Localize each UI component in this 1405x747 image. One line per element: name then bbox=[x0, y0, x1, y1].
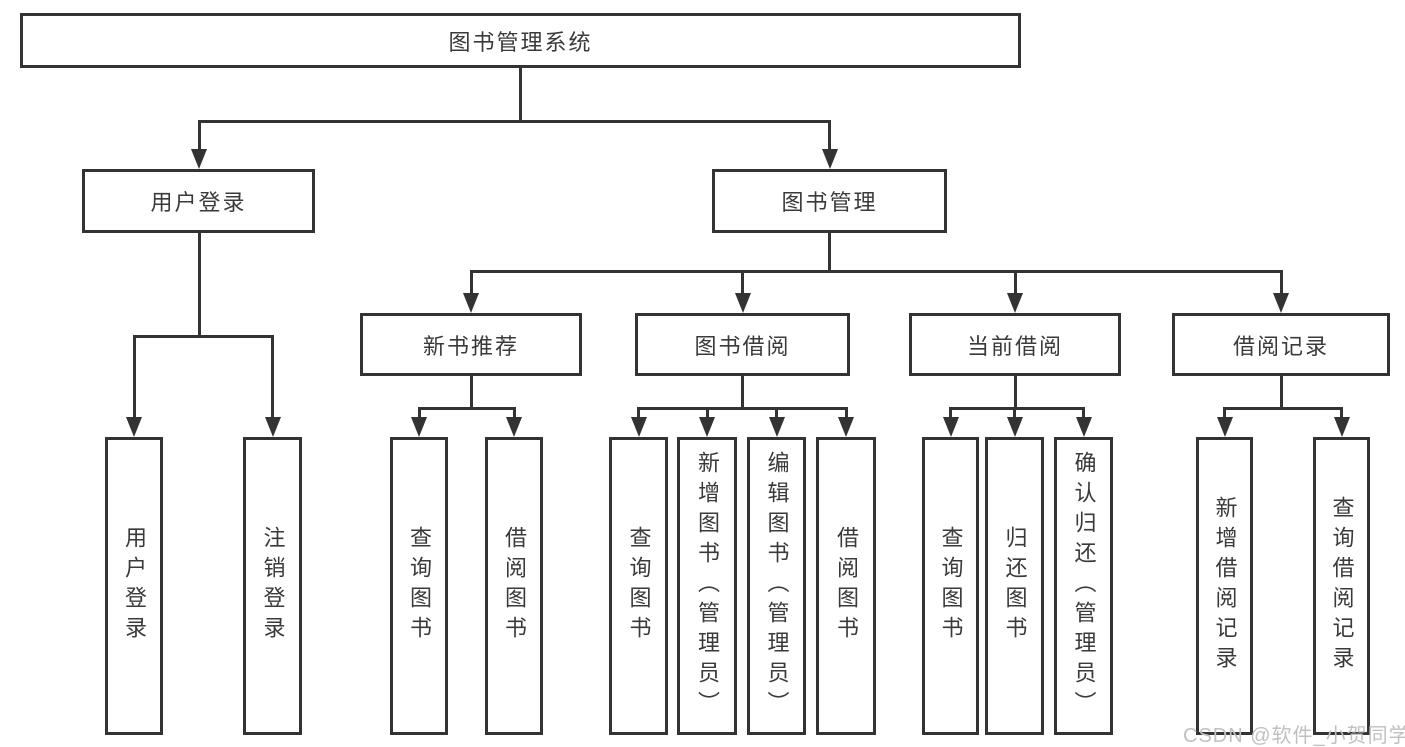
leaf-label: 归还图书 bbox=[1002, 526, 1028, 646]
leaf-logout: 注销登录 bbox=[243, 437, 302, 735]
leaf-add-books-admin: 新增图书（管理员） bbox=[677, 437, 737, 735]
arrow-down-icon bbox=[1273, 293, 1289, 313]
arrow-down-icon bbox=[1333, 417, 1350, 437]
connector-stub bbox=[1279, 270, 1283, 297]
arrow-down-icon bbox=[734, 293, 751, 313]
connector-stub bbox=[637, 407, 640, 421]
arrow-down-icon bbox=[821, 149, 838, 169]
connector-stub bbox=[512, 407, 516, 421]
leaf-query-borrow-record: 查询借阅记录 bbox=[1313, 437, 1370, 735]
arrow-down-icon bbox=[1007, 293, 1023, 313]
arrow-down-icon bbox=[1216, 417, 1233, 437]
connector-stub bbox=[1013, 407, 1016, 421]
leaf-label: 新增图书（管理员） bbox=[695, 451, 720, 721]
connector-stub bbox=[469, 270, 473, 297]
connector-level2-rail bbox=[197, 120, 831, 123]
leaf-label: 确认归还（管理员） bbox=[1071, 451, 1097, 721]
leaf-label: 查询借阅记录 bbox=[1329, 496, 1355, 676]
leaf-confirm-return-admin: 确认归还（管理员） bbox=[1054, 437, 1113, 735]
connector-stub bbox=[1340, 407, 1343, 421]
arrow-down-icon bbox=[126, 417, 142, 437]
arrow-down-icon bbox=[411, 417, 427, 437]
leaf-query-books-borrowing: 查询图书 bbox=[609, 437, 668, 735]
leaf-label: 借阅图书 bbox=[502, 526, 527, 646]
leaf-label: 查询图书 bbox=[407, 526, 432, 646]
connector-rail bbox=[949, 407, 1085, 410]
connector-root-stem bbox=[518, 68, 522, 123]
node-label: 图书管理系统 bbox=[448, 29, 593, 55]
arrow-down-icon bbox=[630, 417, 647, 437]
connector-stub bbox=[197, 120, 201, 153]
connector-stub bbox=[1223, 407, 1226, 421]
node-library-management-system: 图书管理系统 bbox=[20, 13, 1021, 68]
connector-stub bbox=[132, 335, 136, 421]
arrow-down-icon bbox=[1006, 417, 1023, 437]
arrow-down-icon bbox=[699, 417, 715, 437]
node-label: 图书管理 bbox=[781, 190, 878, 215]
node-label: 新书推荐 bbox=[422, 333, 519, 359]
leaf-return-books: 归还图书 bbox=[985, 437, 1044, 735]
connector-stub bbox=[844, 407, 848, 421]
connector-rail bbox=[417, 407, 516, 410]
connector-stub bbox=[741, 270, 744, 297]
connector-book-mgmt-stem bbox=[828, 233, 831, 272]
arrow-down-icon bbox=[463, 293, 479, 313]
node-book-management: 图书管理 bbox=[712, 169, 947, 233]
node-user-login: 用户登录 bbox=[82, 169, 315, 233]
leaf-borrow-books: 借阅图书 bbox=[816, 437, 876, 735]
arrow-down-icon bbox=[264, 417, 281, 437]
leaf-label: 查询图书 bbox=[938, 526, 964, 646]
leaf-label: 用户登录 bbox=[122, 526, 147, 646]
leaf-label: 借阅图书 bbox=[834, 526, 859, 646]
node-borrowing-records: 借阅记录 bbox=[1172, 313, 1390, 376]
connector-rail bbox=[637, 407, 847, 410]
connector-stub bbox=[828, 120, 831, 153]
node-new-book-recommendation: 新书推荐 bbox=[360, 313, 582, 376]
connector-user-login-rail bbox=[132, 335, 274, 338]
connector-stem bbox=[1013, 376, 1017, 410]
leaf-query-books-recommend: 查询图书 bbox=[390, 437, 448, 735]
leaf-label: 编辑图书（管理员） bbox=[764, 451, 790, 721]
node-label: 当前借阅 bbox=[966, 333, 1063, 359]
connector-user-login-stem bbox=[197, 233, 201, 335]
leaf-label: 新增借阅记录 bbox=[1212, 496, 1238, 676]
connector-stub bbox=[417, 407, 421, 421]
node-label: 用户登录 bbox=[150, 190, 247, 215]
connector-stub bbox=[271, 335, 274, 421]
arrow-down-icon bbox=[942, 417, 959, 437]
connector-stub bbox=[775, 407, 778, 421]
connector-stem bbox=[1279, 376, 1283, 410]
connector-stub bbox=[1013, 270, 1017, 297]
leaf-borrow-books-recommend: 借阅图书 bbox=[485, 437, 543, 735]
leaf-add-borrow-record: 新增借阅记录 bbox=[1196, 437, 1253, 735]
connector-stem bbox=[741, 376, 744, 410]
leaf-query-books-current: 查询图书 bbox=[922, 437, 979, 735]
connector-level3-rail bbox=[469, 270, 1283, 273]
arrow-down-icon bbox=[838, 417, 854, 437]
connector-stub bbox=[949, 407, 952, 421]
leaf-label: 查询图书 bbox=[626, 526, 652, 646]
connector-stub bbox=[705, 407, 709, 421]
arrow-down-icon bbox=[1075, 417, 1092, 437]
connector-rail bbox=[1223, 407, 1343, 410]
node-current-borrowing: 当前借阅 bbox=[909, 313, 1121, 376]
arrow-down-icon bbox=[506, 417, 522, 437]
node-label: 图书借阅 bbox=[694, 333, 791, 359]
arrow-down-icon bbox=[768, 417, 785, 437]
leaf-label: 注销登录 bbox=[260, 526, 286, 646]
arrow-down-icon bbox=[191, 149, 207, 169]
connector-stub bbox=[1082, 407, 1085, 421]
node-book-borrowing: 图书借阅 bbox=[635, 313, 850, 376]
leaf-edit-books-admin: 编辑图书（管理员） bbox=[747, 437, 806, 735]
leaf-user-login: 用户登录 bbox=[105, 437, 163, 735]
csdn-watermark: CSDN @软件_小贺同学 bbox=[1183, 725, 1405, 747]
node-label: 借阅记录 bbox=[1232, 333, 1329, 359]
connector-stem bbox=[469, 376, 473, 410]
